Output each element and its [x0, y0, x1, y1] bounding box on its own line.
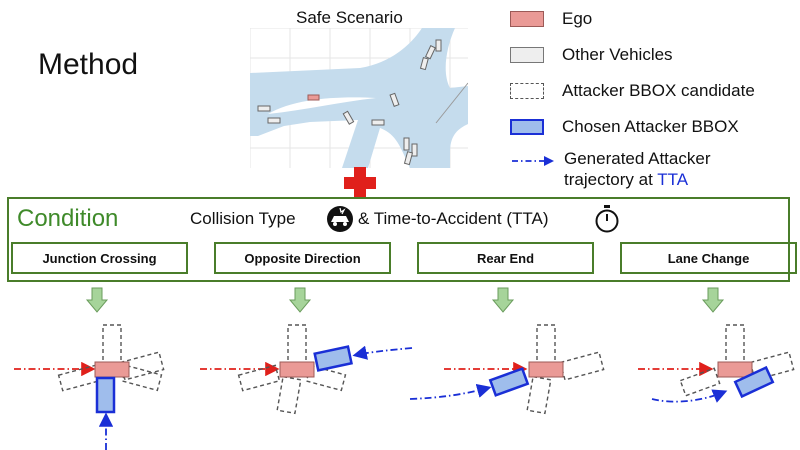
plus-icon	[344, 167, 376, 199]
other-vehicles	[257, 39, 442, 166]
other-vehicle	[411, 143, 418, 157]
legend-other-label: Other Vehicles	[562, 45, 673, 64]
ego-vehicle-map	[307, 94, 320, 101]
other-vehicle	[435, 39, 442, 52]
legend-other-vehicles: Other Vehicles	[510, 45, 673, 65]
type-lane-change: Lane Change	[620, 242, 797, 274]
legend-trajectory-label: Generated Attacker trajectory at TTA	[564, 149, 711, 189]
other-vehicle-swatch	[510, 47, 544, 63]
legend-candidate: Attacker BBOX candidate	[510, 81, 755, 101]
attacker-candidate	[679, 367, 721, 397]
chosen-attacker	[488, 367, 530, 397]
car-crash-icon	[327, 206, 353, 232]
chosen-attacker	[95, 376, 116, 414]
candidate-swatch	[510, 83, 544, 99]
condition-label: Condition	[17, 205, 119, 232]
attacker-candidate	[121, 364, 163, 392]
attacker-candidate	[725, 324, 745, 364]
dashed-arrow-icon	[512, 156, 554, 166]
legend-chosen-label: Chosen Attacker BBOX	[562, 117, 739, 136]
method-title: Method	[38, 48, 139, 81]
chosen-attacker	[733, 365, 775, 399]
down-arrow-icon	[85, 287, 109, 313]
legend-candidate-label: Attacker BBOX candidate	[562, 81, 755, 100]
type-opposite-direction: Opposite Direction	[214, 242, 391, 274]
stopwatch-icon	[595, 205, 619, 233]
attacker-candidate	[559, 351, 605, 381]
other-vehicle	[403, 151, 414, 166]
attacker-trajectory	[352, 345, 413, 360]
ego-swatch	[510, 11, 544, 27]
down-arrow-icon	[701, 287, 725, 313]
type-rear-end: Rear End	[417, 242, 594, 274]
attacker-candidate	[536, 324, 556, 364]
attacker-candidate	[749, 351, 795, 381]
rear-end-scene	[409, 324, 605, 415]
legend-ego: Ego	[510, 9, 592, 29]
opposite-direction-scene	[200, 324, 413, 415]
ego-vehicle	[279, 361, 315, 378]
attacker-candidate	[57, 364, 101, 392]
other-vehicle	[267, 117, 281, 124]
ego-vehicle	[94, 361, 130, 378]
lane-change-scene	[638, 324, 795, 403]
other-vehicle	[389, 92, 400, 107]
attacker-candidate	[305, 364, 347, 392]
road-median	[268, 97, 376, 114]
junction-crossing-scene	[14, 324, 165, 450]
road-edge-line	[435, 82, 468, 124]
ego-vehicle	[528, 361, 564, 378]
other-vehicle	[419, 57, 429, 71]
other-vehicle	[371, 119, 385, 126]
attacker-candidate	[237, 364, 281, 392]
collision-illustrations	[14, 287, 795, 450]
chosen-attacker	[313, 345, 353, 372]
attacker-candidate	[102, 324, 122, 364]
collision-type-label: Collision Type	[190, 209, 296, 228]
tta-label: & Time-to-Accident (TTA)	[358, 209, 549, 228]
attacker-candidate	[526, 375, 552, 415]
scenario-map	[250, 28, 468, 168]
down-arrow-icon	[288, 287, 312, 313]
other-vehicle	[403, 137, 410, 151]
type-junction-crossing: Junction Crossing	[11, 242, 188, 274]
legend-chosen: Chosen Attacker BBOX	[510, 117, 739, 137]
attacker-trajectory	[651, 389, 728, 403]
other-vehicle	[424, 45, 436, 60]
ego-vehicle	[717, 361, 753, 378]
other-vehicle	[257, 105, 271, 112]
condition-box	[7, 197, 790, 282]
other-vehicle	[342, 110, 355, 125]
attacker-trajectory	[409, 383, 492, 400]
tta-highlight: TTA	[657, 170, 689, 189]
down-arrow-icon	[491, 287, 515, 313]
attacker-candidate	[276, 375, 302, 415]
scenario-title: Safe Scenario	[296, 8, 403, 27]
legend-ego-label: Ego	[562, 9, 593, 28]
attacker-candidate	[287, 324, 307, 364]
chosen-swatch	[510, 119, 544, 135]
